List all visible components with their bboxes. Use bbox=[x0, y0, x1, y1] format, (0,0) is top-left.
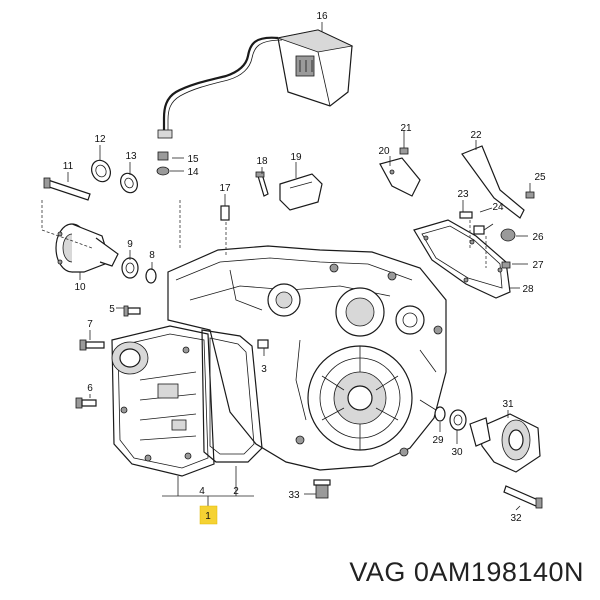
label-part-19: 19 bbox=[290, 152, 302, 163]
label-part-26: 26 bbox=[532, 232, 544, 243]
label-part-5: 5 bbox=[109, 304, 115, 315]
label-part-20: 20 bbox=[378, 146, 390, 157]
label-part-12: 12 bbox=[94, 134, 106, 145]
mechatronic-unit-part-1 bbox=[111, 325, 215, 477]
label-part-14: 14 bbox=[187, 167, 199, 178]
label-part-33: 33 bbox=[288, 490, 300, 501]
flange-part-10 bbox=[55, 223, 119, 273]
label-part-28: 28 bbox=[522, 284, 534, 295]
sensor-part-17 bbox=[220, 205, 230, 221]
control-unit-part-16 bbox=[157, 29, 354, 139]
label-part-9: 9 bbox=[127, 239, 133, 250]
bolt-part-5 bbox=[123, 305, 141, 317]
label-part-1: 1 bbox=[205, 511, 211, 522]
bolt-part-11 bbox=[43, 177, 91, 201]
label-part-24: 24 bbox=[492, 202, 504, 213]
label-part-27: 27 bbox=[532, 260, 544, 271]
gasket-part-2 bbox=[201, 329, 263, 463]
side-cover-part-28 bbox=[413, 219, 511, 299]
bracket-part-22 bbox=[461, 145, 525, 219]
bolt-part-3 bbox=[257, 339, 269, 349]
label-part-6: 6 bbox=[87, 383, 93, 394]
label-part-7: 7 bbox=[87, 319, 93, 330]
label-part-22: 22 bbox=[470, 130, 482, 141]
plug-part-15 bbox=[157, 151, 169, 161]
transmission-housing bbox=[167, 245, 447, 471]
part-number-caption: VAG 0AM198140N bbox=[349, 557, 584, 587]
label-part-15: 15 bbox=[187, 154, 199, 165]
bracket-part-20 bbox=[379, 157, 421, 197]
label-part-11: 11 bbox=[63, 161, 74, 172]
seal-part-13 bbox=[120, 172, 138, 194]
washer-part-23 bbox=[459, 211, 473, 219]
highlight-badge-part-1 bbox=[199, 505, 218, 525]
flange-part-31 bbox=[469, 413, 541, 473]
ring-part-8 bbox=[145, 268, 157, 284]
bolt-part-21 bbox=[399, 147, 409, 155]
label-part-3: 3 bbox=[261, 364, 267, 375]
label-part-18: 18 bbox=[256, 156, 268, 167]
label-part-10: 10 bbox=[74, 282, 86, 293]
bolt-part-6 bbox=[75, 397, 97, 409]
label-part-2: 2 bbox=[233, 486, 239, 497]
label-part-32: 32 bbox=[510, 513, 522, 524]
bolt-part-25 bbox=[525, 191, 535, 199]
ring-part-29 bbox=[434, 406, 446, 422]
label-part-29: 29 bbox=[432, 435, 444, 446]
label-part-21: 21 bbox=[400, 123, 412, 134]
label-part-23: 23 bbox=[457, 189, 469, 200]
seal-part-12 bbox=[91, 159, 111, 183]
label-part-25: 25 bbox=[534, 172, 546, 183]
label-part-4: 4 bbox=[199, 486, 205, 497]
label-part-13: 13 bbox=[125, 151, 137, 162]
label-part-30: 30 bbox=[451, 447, 463, 458]
label-part-31: 31 bbox=[502, 399, 514, 410]
bolt-part-27 bbox=[501, 261, 511, 269]
seal-part-9 bbox=[121, 257, 139, 279]
bolt-part-18 bbox=[255, 171, 269, 197]
label-part-16: 16 bbox=[316, 11, 328, 22]
bolt-part-32 bbox=[503, 485, 543, 509]
washer-part-24 bbox=[473, 225, 485, 235]
bolt-part-7 bbox=[79, 339, 105, 351]
plug-part-14 bbox=[156, 166, 170, 176]
label-part-17: 17 bbox=[219, 183, 231, 194]
plug-part-26 bbox=[500, 228, 516, 242]
label-part-8: 8 bbox=[149, 250, 155, 261]
bracket-part-19 bbox=[279, 173, 323, 211]
seal-part-30 bbox=[449, 409, 467, 431]
plug-part-33 bbox=[313, 479, 331, 499]
